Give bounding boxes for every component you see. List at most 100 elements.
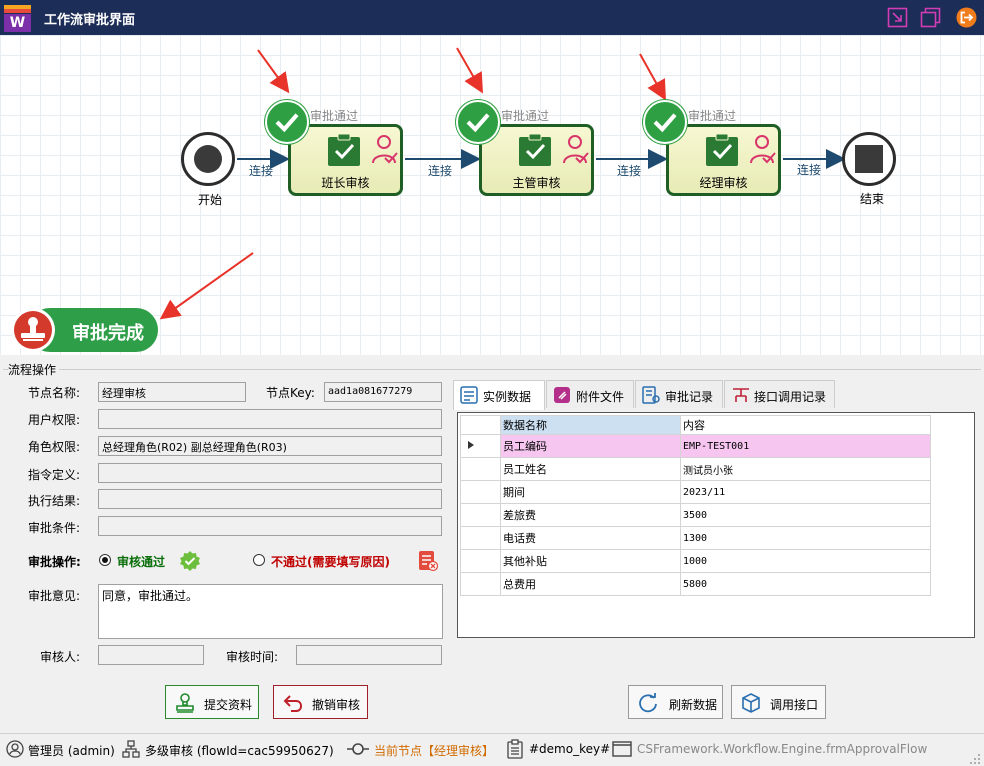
- column-header[interactable]: 内容: [680, 415, 931, 435]
- undo-icon: [283, 695, 303, 712]
- row-header[interactable]: [460, 503, 501, 527]
- reject-radio[interactable]: [253, 554, 265, 566]
- result-field[interactable]: [98, 489, 442, 509]
- cell-value[interactable]: 2023/11: [680, 480, 931, 504]
- role-perm-field[interactable]: 总经理角色(R02) 副总经理角色(R03): [98, 436, 442, 456]
- cell-name[interactable]: 其他补贴: [500, 549, 681, 573]
- window-icon: [612, 741, 632, 757]
- cell-name[interactable]: 员工编码: [500, 434, 681, 458]
- review-time-field[interactable]: [296, 645, 442, 665]
- reject-label[interactable]: 不通过(需要填写原因): [271, 555, 390, 569]
- approve-label[interactable]: 审核通过: [117, 555, 166, 569]
- minimize-icon[interactable]: [887, 7, 908, 28]
- table-header-row: 数据名称 内容: [460, 415, 931, 435]
- reject-doc-icon: [419, 551, 438, 572]
- cancel-review-button[interactable]: 撤销审核: [273, 685, 368, 719]
- cell-name[interactable]: 差旅费: [500, 503, 681, 527]
- call-api-button[interactable]: 调用接口: [731, 685, 826, 719]
- tab-attachments[interactable]: 附件文件: [546, 380, 634, 408]
- cell-value[interactable]: 1300: [680, 526, 931, 550]
- row-header[interactable]: [460, 457, 501, 481]
- review-time-label: 审核时间:: [226, 650, 279, 664]
- badge-text: 审批完成: [72, 323, 144, 344]
- task-status: 审批通过: [688, 109, 737, 123]
- submit-label: 提交资料: [204, 698, 253, 712]
- restore-icon[interactable]: [920, 7, 941, 28]
- approved-check-icon: [456, 100, 500, 144]
- node-icon: [347, 743, 369, 755]
- row-header[interactable]: [460, 480, 501, 504]
- cube-icon: [742, 693, 760, 713]
- approve-radio[interactable]: [99, 554, 111, 566]
- clipboard-check-icon: [328, 133, 360, 166]
- start-node[interactable]: [181, 132, 235, 186]
- approved-check-icon: [643, 100, 687, 144]
- node-key-label: 节点Key:: [266, 386, 315, 400]
- command-label: 指令定义:: [28, 468, 81, 482]
- user-perm-field[interactable]: [98, 409, 442, 429]
- pointer-arrow: [159, 252, 254, 320]
- task-label: 主管审核: [512, 176, 561, 190]
- opinion-textarea[interactable]: 同意，审批通过。: [98, 584, 443, 639]
- cell-value[interactable]: EMP-TEST001: [680, 434, 931, 458]
- command-field[interactable]: [98, 463, 442, 483]
- cell-name[interactable]: 员工姓名: [500, 457, 681, 481]
- row-header[interactable]: [460, 572, 501, 596]
- cell-name[interactable]: 期间: [500, 480, 681, 504]
- row-header[interactable]: [460, 434, 501, 458]
- node-key-field[interactable]: aad1a081677279: [324, 382, 442, 402]
- end-node[interactable]: [842, 132, 896, 186]
- status-flow: 多级审核 (flowId=cac59950627): [145, 744, 334, 758]
- cell-name[interactable]: 电话费: [500, 526, 681, 550]
- flow-connectors: [159, 47, 846, 320]
- cell-value[interactable]: 1000: [680, 549, 931, 573]
- tab-label: 审批记录: [665, 390, 714, 404]
- table-row[interactable]: 员工姓名测试员小张: [460, 457, 931, 481]
- tab-api-logs[interactable]: 接口调用记录: [724, 380, 835, 408]
- cell-value[interactable]: 测试员小张: [680, 457, 931, 481]
- user-icon: [6, 740, 24, 758]
- condition-field[interactable]: [98, 516, 442, 536]
- task-label: 经理审核: [699, 176, 748, 190]
- tab-instance-data[interactable]: 实例数据: [453, 380, 545, 410]
- task-node-3[interactable]: 经理审核: [666, 124, 781, 196]
- row-header[interactable]: [460, 526, 501, 550]
- cell-value[interactable]: 3500: [680, 503, 931, 527]
- flow-canvas: 开始 结束 连接 连接 连接 连接 班长审核 审批通过: [0, 35, 984, 355]
- clipboard-check-icon: [519, 133, 551, 166]
- row-header-corner: [460, 415, 501, 435]
- result-label: 执行结果:: [28, 494, 81, 508]
- task-node-1[interactable]: 班长审核: [288, 124, 403, 196]
- api-icon: [733, 388, 749, 402]
- row-header[interactable]: [460, 549, 501, 573]
- reviewer-field[interactable]: [98, 645, 204, 665]
- cell-value[interactable]: 5800: [680, 572, 931, 596]
- close-icon[interactable]: [956, 7, 977, 28]
- app-logo-icon: W: [4, 5, 31, 32]
- section-title: 流程操作: [8, 361, 60, 378]
- submit-button[interactable]: 提交资料: [165, 685, 259, 719]
- user-approve-icon: [372, 135, 398, 164]
- column-header[interactable]: 数据名称: [500, 415, 681, 435]
- cancel-label: 撤销审核: [312, 698, 361, 712]
- cell-name[interactable]: 总费用: [500, 572, 681, 596]
- database-icon: [460, 386, 478, 404]
- task-node-2[interactable]: 主管审核: [479, 124, 594, 196]
- node-name-field[interactable]: 经理审核: [98, 382, 246, 402]
- tab-label: 附件文件: [576, 390, 625, 404]
- tab-approval-records[interactable]: 审批记录: [635, 380, 723, 408]
- node-name-label: 节点名称:: [28, 386, 81, 400]
- resize-grip-icon[interactable]: [969, 753, 981, 765]
- status-user: 管理员 (admin): [28, 744, 115, 758]
- edge-label: 连接: [428, 164, 453, 178]
- refresh-button[interactable]: 刷新数据: [628, 685, 723, 719]
- user-perm-label: 用户权限:: [28, 413, 81, 427]
- task-label: 班长审核: [321, 176, 370, 190]
- clipboard-check-icon: [706, 133, 738, 166]
